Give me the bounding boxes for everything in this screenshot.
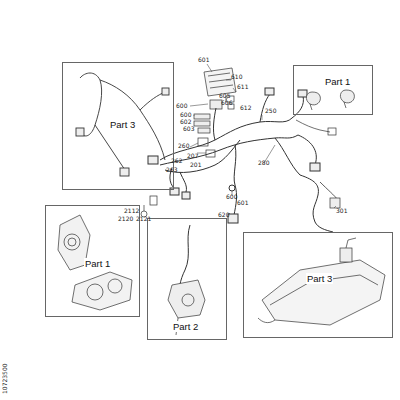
callout-number: 603 [183,126,194,132]
callout-number: 611 [237,84,248,90]
callout-number: 602 [180,119,191,125]
callout-number: 612 [240,105,251,111]
callout-number: 280 [258,160,269,166]
part-label: Part 3 [109,119,136,130]
switch-detail [306,90,354,110]
leader-lines [190,64,336,214]
connectors [194,114,215,157]
callout-number: 601 [198,57,209,63]
inset-box: Part 3 [62,62,174,190]
inset-box: Part 2 [147,218,227,340]
part-label: Part 3 [306,273,333,284]
callout-number: 600 [226,194,237,200]
callout-number: 601 [237,200,248,206]
fuel-tank-detail [258,238,385,325]
inset-box: Part 1 [293,65,373,115]
callout-number: 260 [178,143,189,149]
callout-number: 201 [190,162,201,168]
headlamp-detail [58,215,132,310]
part-label: Part 1 [84,258,111,269]
callout-number: 262 [171,158,182,164]
callout-number: 263 [166,167,177,173]
harness-detail [76,73,169,176]
side-harness [296,120,340,232]
callout-number: 301 [336,208,347,214]
callout-number: 2121 [136,216,151,222]
callout-number: 207 [187,153,198,159]
part-label: Part 2 [172,321,199,332]
callout-number: 250 [265,108,276,114]
callout-number: 2120 [118,216,133,222]
callout-number: 610 [231,74,242,80]
callout-number: 600 [180,112,191,118]
fasteners [141,196,157,217]
callout-number: 605 [219,93,230,99]
callout-number: 606 [221,100,232,106]
callout-number: 620 [218,212,229,218]
sensor-detail [168,225,205,335]
drawing-number: 10723500 [2,363,8,394]
callout-number: 600 [176,103,187,109]
part-label: Part 1 [324,76,351,87]
callout-number: 2112 [124,208,139,214]
inset-box: Part 3 [243,232,393,338]
